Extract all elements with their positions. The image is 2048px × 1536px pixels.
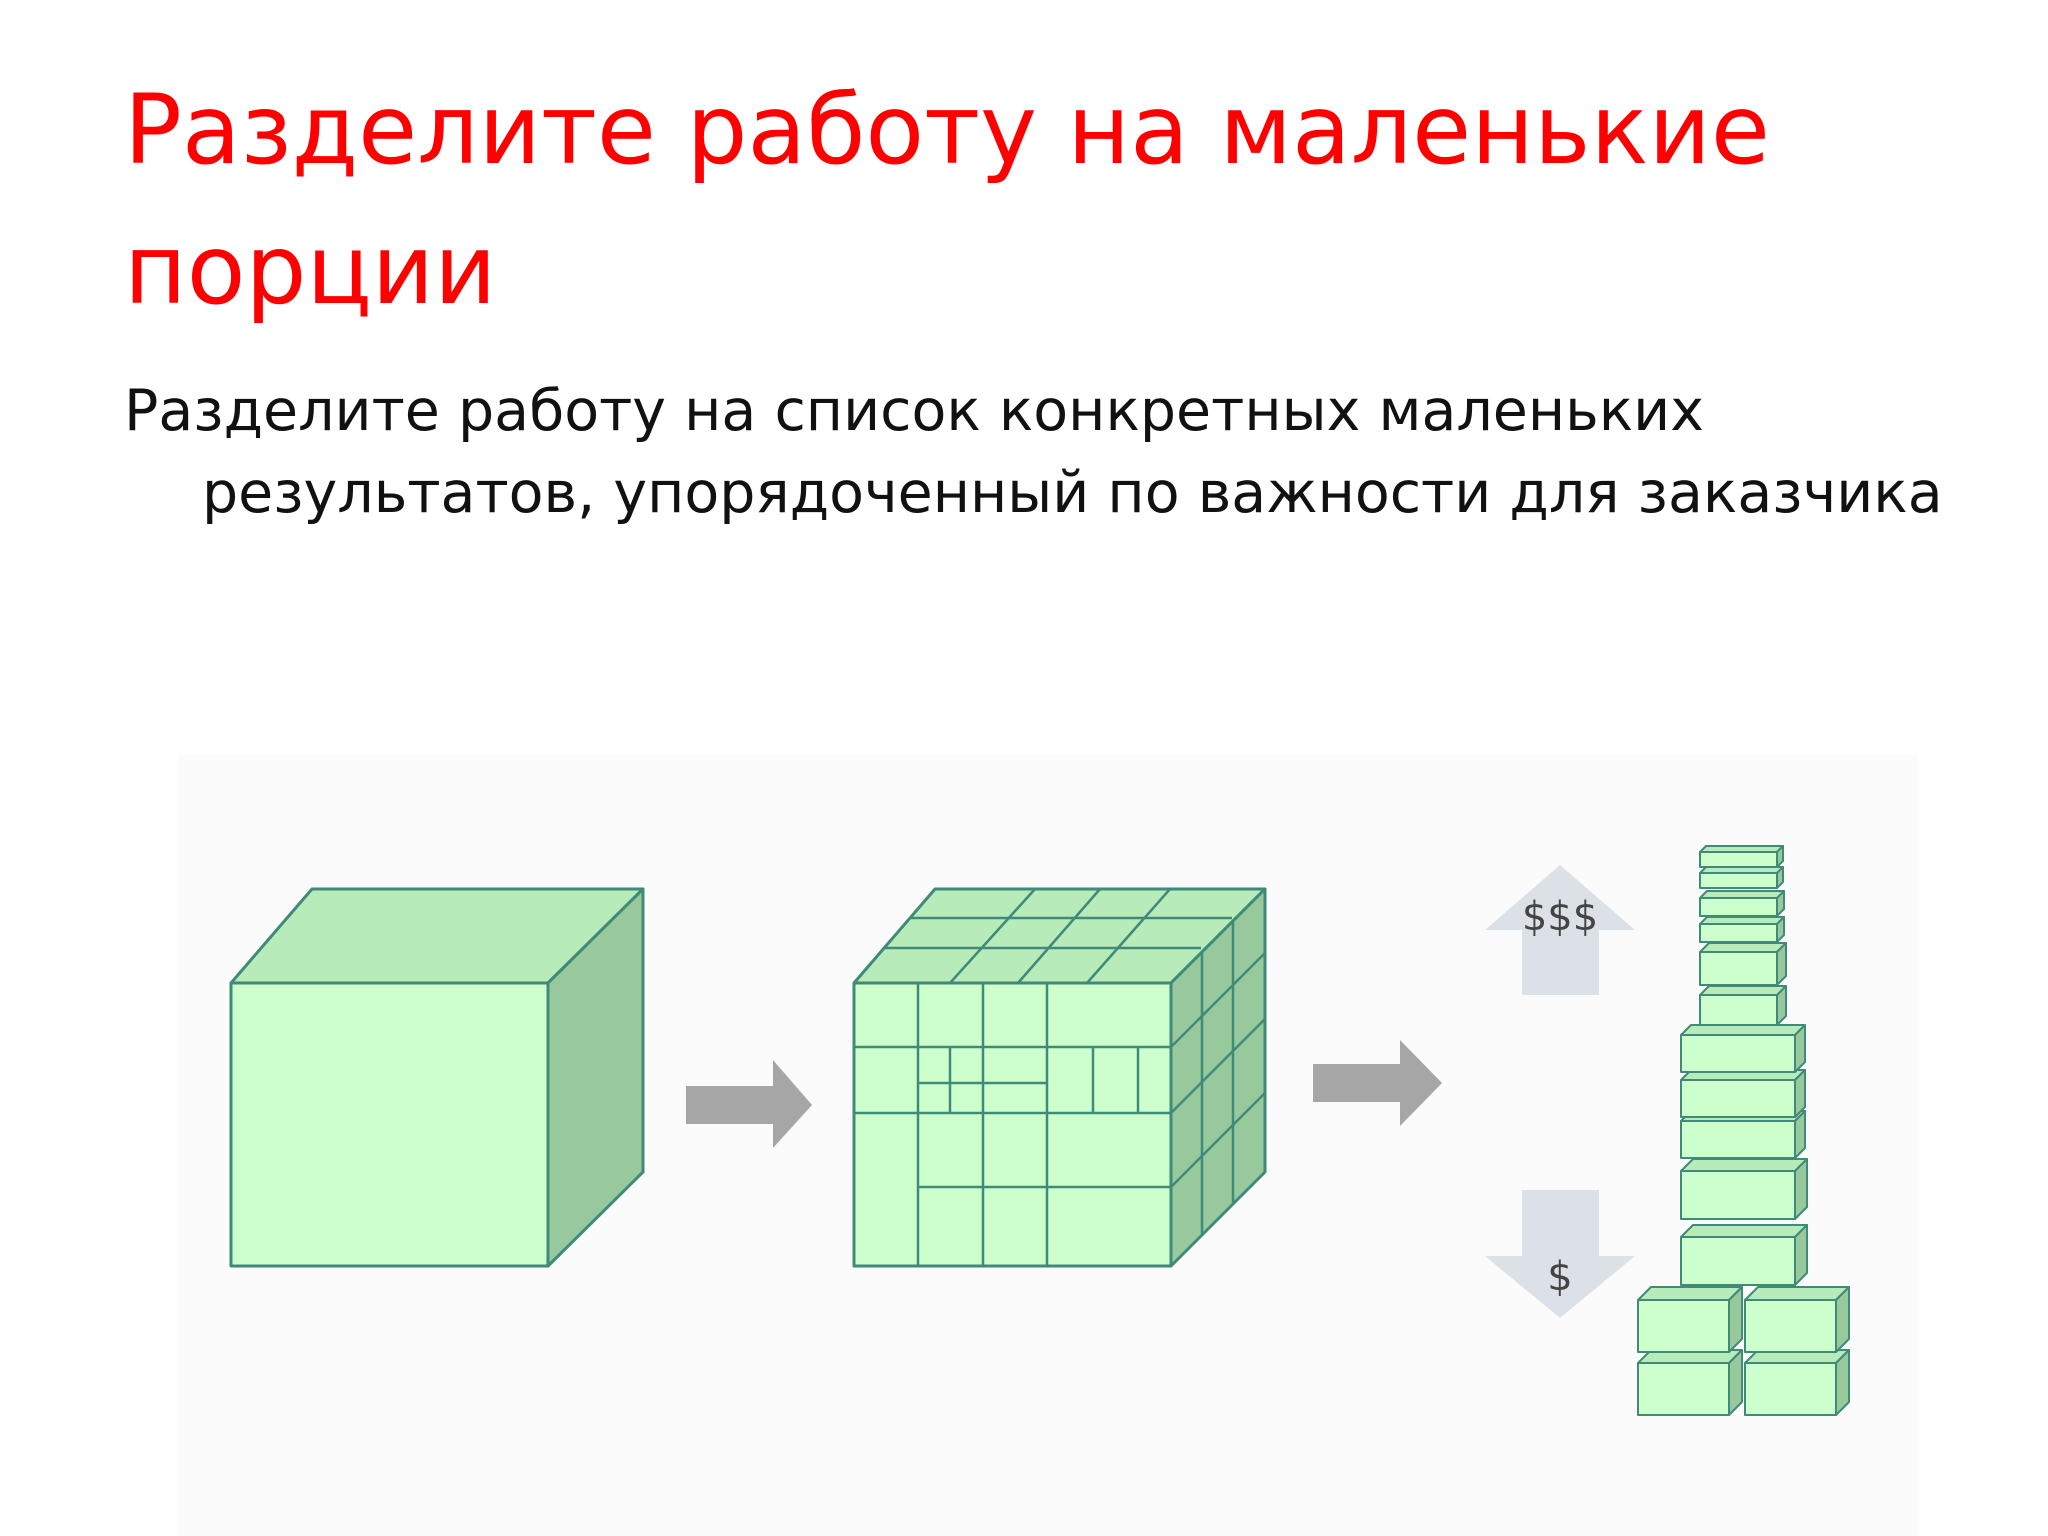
stack-block <box>1699 845 1784 868</box>
stack-block <box>1699 916 1785 943</box>
arrow-down-icon <box>1485 1190 1635 1318</box>
body-text-line-1: Разделите работу на список конкретных ма… <box>124 378 1704 444</box>
stack-block <box>1637 1286 1743 1353</box>
high-value-label: $$$ <box>1522 894 1598 940</box>
stack-block <box>1744 1349 1850 1416</box>
slide-title: Разделите работу на маленькие порции <box>124 60 1944 340</box>
large-cube-icon <box>229 887 645 1268</box>
slide-title-line-1: Разделите работу на маленькие <box>124 74 1770 186</box>
arrow-up-icon <box>1485 865 1635 995</box>
stack-block <box>1699 985 1787 1026</box>
arrow-right-icon <box>1313 1040 1442 1126</box>
stack-block <box>1744 1286 1850 1353</box>
stack-block <box>1699 942 1787 986</box>
stack-block <box>1637 1349 1743 1416</box>
body-text-line-2: результатов, упорядоченный по важности д… <box>202 460 1943 526</box>
slide-title-line-2: порции <box>124 214 497 326</box>
arrow-right-icon <box>686 1060 812 1148</box>
block-stack-icon <box>1637 845 1850 1416</box>
low-value-label: $ <box>1547 1254 1572 1300</box>
stack-block <box>1680 1069 1806 1118</box>
slide-body-text: Разделите работу на список конкретных ма… <box>124 370 1974 534</box>
divided-cube-icon <box>852 887 1267 1268</box>
stack-block <box>1680 1024 1806 1073</box>
stack-block <box>1680 1158 1808 1220</box>
stack-block <box>1680 1110 1806 1159</box>
stack-block <box>1699 890 1785 917</box>
stack-block <box>1680 1224 1808 1286</box>
stack-block <box>1699 866 1784 889</box>
